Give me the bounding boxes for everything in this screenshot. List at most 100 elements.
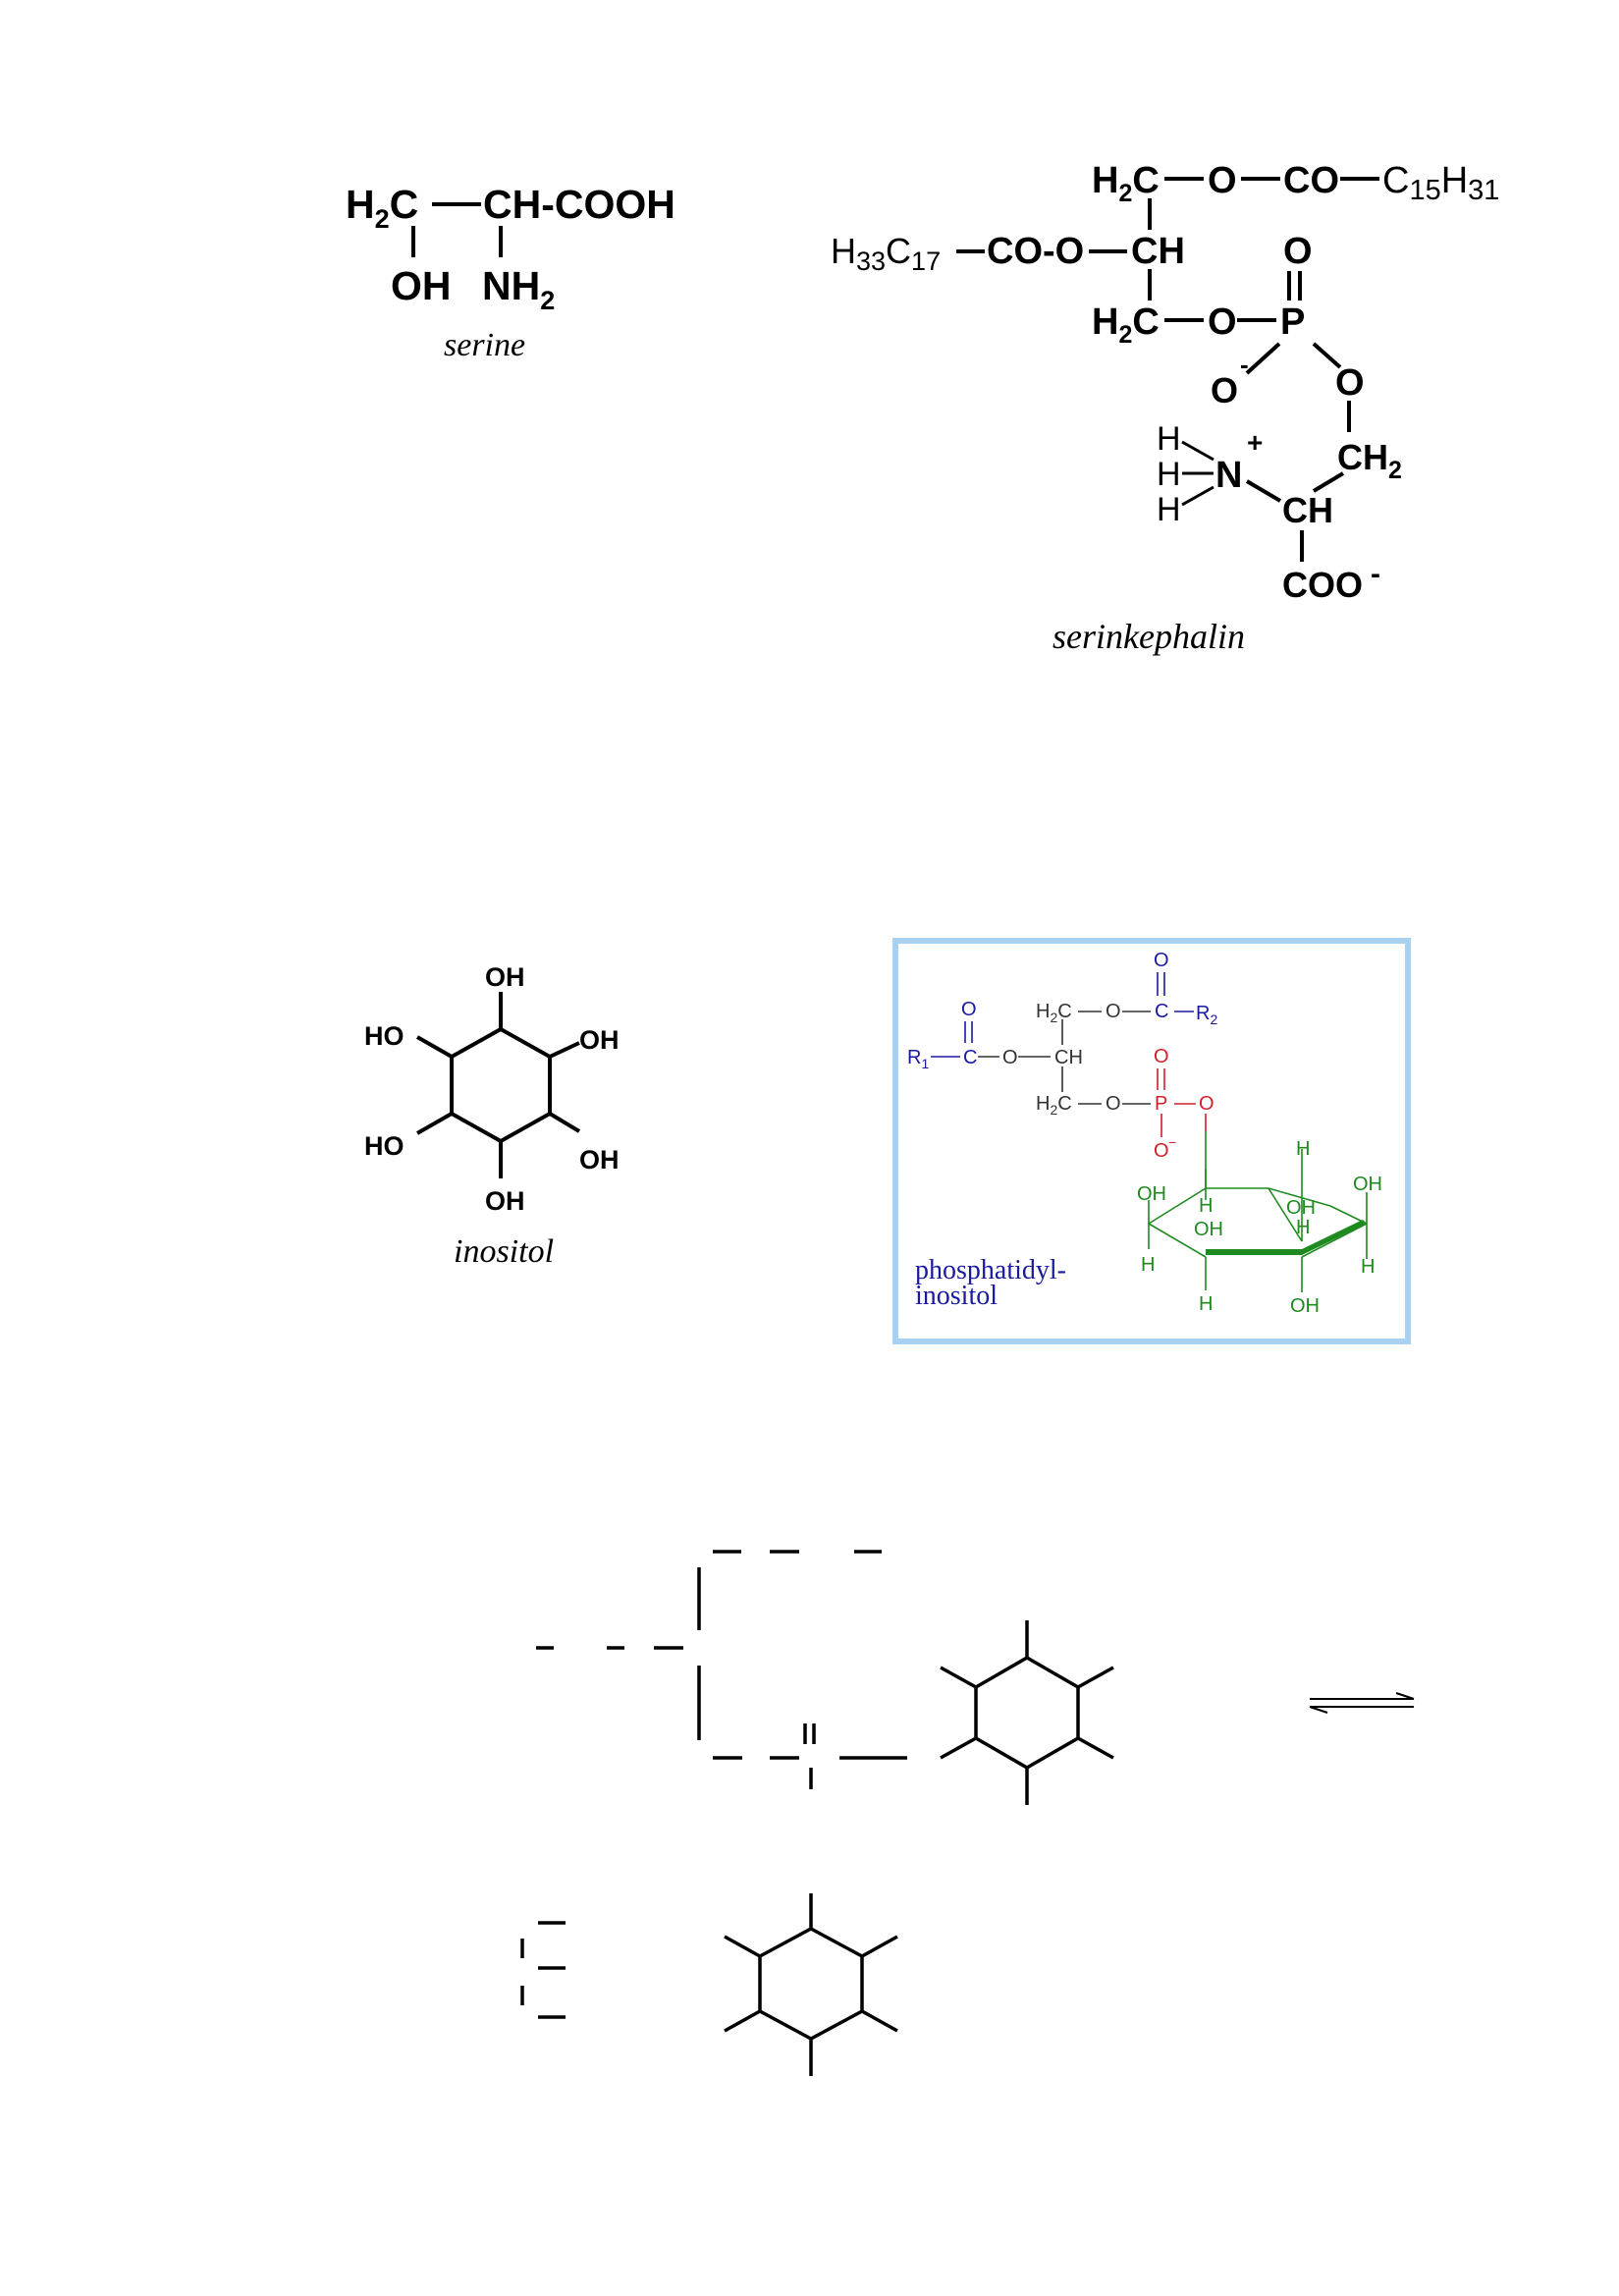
pi-p-o-top: O	[1154, 1046, 1169, 1067]
pi-c-r2: C	[1155, 1001, 1168, 1022]
pi-ring-front-bold	[1206, 1220, 1367, 1255]
serine-oh: OH	[391, 263, 452, 308]
pi-h2c-top: H2C	[1036, 1001, 1072, 1025]
sk-coo-charge: -	[1371, 558, 1380, 590]
pi-o-r1: O	[961, 999, 977, 1020]
pi-bond	[1268, 1187, 1303, 1242]
sk-h3: H	[1157, 491, 1181, 528]
inositol-oh-bottom: OH	[485, 1186, 525, 1216]
sk-p: P	[1280, 301, 1305, 343]
pi-o-r2: O	[1154, 950, 1169, 971]
pi-o-link4: O	[1199, 1093, 1214, 1115]
sk-ch2: CH2	[1337, 437, 1402, 484]
blank-bond	[724, 1935, 761, 1958]
sk-bond	[1245, 479, 1282, 503]
inositol-caption: inositol	[454, 1233, 554, 1270]
sk-o-minus-charge: -	[1240, 350, 1249, 379]
exercise-skeleton-2	[520, 1893, 898, 2076]
pi-r1: R1	[907, 1047, 929, 1071]
pi-ring-oh3: OH	[1194, 1219, 1223, 1240]
inositol-ho-lower-left: HO	[364, 1131, 405, 1161]
pi-ring-h4: H	[1141, 1254, 1155, 1276]
sk-n-charge: +	[1247, 427, 1263, 458]
sk-p-o-top: O	[1283, 231, 1313, 272]
pi-ring-h2: H	[1199, 1195, 1213, 1217]
inositol-bond	[549, 1041, 580, 1059]
sk-ch: CH	[1282, 490, 1333, 530]
blank-bond	[940, 1736, 977, 1760]
blank-bond	[1077, 1666, 1114, 1689]
serinkephalin-caption: serinkephalin	[1052, 617, 1245, 656]
pi-c-r1: C	[963, 1047, 977, 1068]
sk-mid-h33c17: H33C17	[831, 231, 941, 276]
sk-bond	[1312, 471, 1345, 493]
pi-ring-oh5: OH	[1290, 1295, 1320, 1317]
sk-n: N	[1215, 455, 1242, 496]
pi-ch: CH	[1054, 1047, 1083, 1068]
serine-ch-cooh: CH-COOH	[483, 182, 675, 227]
serine-structure: H2C CH-COOH OH NH2 serine	[346, 182, 675, 363]
equilibrium-arrow	[1309, 1692, 1415, 1714]
inositol-ring	[450, 1026, 552, 1144]
pi-ring-oh2: OH	[1353, 1174, 1382, 1195]
pi-caption-line1: phosphatidyl-	[915, 1255, 1066, 1285]
sk-bond	[1312, 342, 1342, 369]
arrowhead-forward	[1395, 1692, 1415, 1700]
exercise-skeleton-1	[536, 1550, 1114, 1805]
blank-ring	[974, 1655, 1080, 1771]
pi-o-link1: O	[1106, 1001, 1121, 1022]
blank-ring	[758, 1927, 864, 2041]
sk-h1: H	[1157, 420, 1181, 458]
phosphatidylinositol-panel: O C R2 O R1 C H2C O O CH H2C O	[892, 938, 1411, 1344]
blank-bond	[1077, 1736, 1114, 1760]
sk-o-ester: O	[1335, 362, 1365, 404]
inositol-oh-lower-right: OH	[579, 1145, 620, 1175]
inositol-bond	[548, 1112, 581, 1133]
sk-coo: COO	[1282, 565, 1363, 605]
pi-o-link2: O	[1002, 1047, 1018, 1068]
pi-o-minus-charge: −	[1168, 1134, 1176, 1150]
sk-bot-h2c: H2C	[1092, 301, 1160, 349]
serine-h2c: H2C	[346, 182, 418, 234]
serinkephalin-structure: H2C O CO C15H31 H33C17 CO-O CH O H2C O P…	[831, 160, 1499, 656]
sk-top-co: CO	[1283, 160, 1339, 201]
pi-ring-right-upper	[1329, 1205, 1368, 1225]
inositol-bond	[416, 1035, 453, 1059]
inositol-oh-upper-right: OH	[579, 1025, 620, 1055]
phosphatidylinositol-box	[892, 938, 1411, 1344]
blank-bond	[861, 2009, 898, 2033]
blank-bond	[940, 1666, 977, 1689]
sk-o-minus: O	[1211, 370, 1238, 410]
sk-bond	[1181, 485, 1214, 507]
sk-top-h2c: H2C	[1092, 160, 1160, 207]
pi-ring-oh1: OH	[1137, 1183, 1166, 1205]
blank-bond	[861, 1935, 898, 1958]
pi-ring-h5: H	[1361, 1256, 1375, 1278]
pi-ring-h3: H	[1296, 1217, 1310, 1238]
pi-ring-left-lower	[1148, 1223, 1207, 1258]
pi-h2c-bot: H2C	[1036, 1093, 1072, 1118]
pi-ring-left-upper	[1148, 1187, 1207, 1225]
pi-ring-h6: H	[1199, 1293, 1213, 1315]
pi-ring-h1: H	[1296, 1138, 1310, 1160]
sk-mid-ch: CH	[1131, 231, 1185, 272]
sk-top-o: O	[1208, 160, 1237, 201]
inositol-bond	[416, 1112, 453, 1135]
inositol-structure: OH HO OH HO OH OH inositol	[364, 962, 620, 1270]
sk-top-c15h31: C15H31	[1382, 160, 1499, 206]
pi-ring-oh4: OH	[1286, 1197, 1316, 1219]
sk-bot-o: O	[1208, 301, 1237, 343]
sk-bond	[1181, 440, 1214, 462]
sk-bond	[1245, 342, 1281, 375]
pi-p: P	[1155, 1093, 1167, 1115]
serine-caption: serine	[444, 327, 525, 363]
blank-bond	[724, 2009, 761, 2033]
arrowhead-backward	[1309, 1706, 1328, 1714]
sk-mid-coo: CO-O	[987, 231, 1084, 272]
inositol-ho-upper-left: HO	[364, 1021, 405, 1051]
pi-o-link3: O	[1106, 1093, 1121, 1115]
pi-ring-right-lower	[1301, 1223, 1368, 1258]
sk-h2: H	[1157, 456, 1181, 493]
pi-o-minus: O	[1154, 1140, 1169, 1162]
